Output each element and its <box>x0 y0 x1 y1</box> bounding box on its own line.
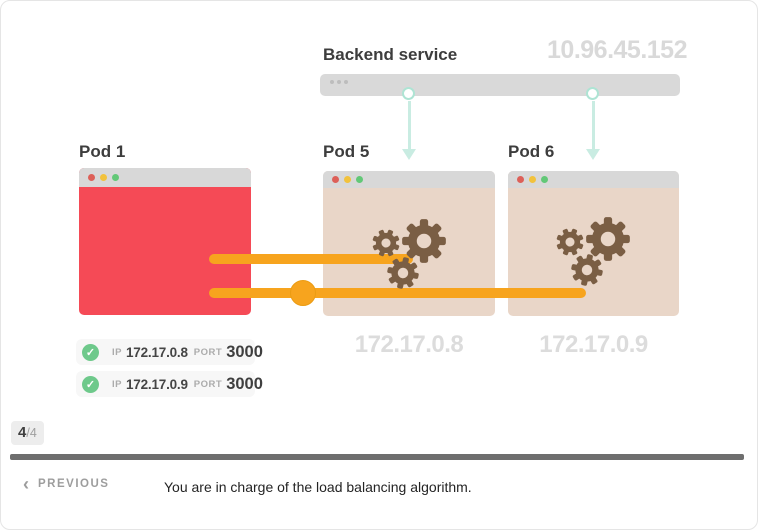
request-bar-to-pod6 <box>209 288 586 298</box>
previous-button[interactable]: ‹ PREVIOUS <box>19 475 113 493</box>
pod5-ip-ghost: 172.17.0.8 <box>354 331 464 358</box>
pod6-ip-ghost: 172.17.0.9 <box>539 331 648 358</box>
window-zoom-dot-icon <box>112 174 119 181</box>
pod1-window <box>79 168 251 315</box>
backend-service-label: Backend service <box>323 45 458 64</box>
slide-total: /4 <box>26 426 37 440</box>
endpoint-port-value: 3000 <box>226 374 263 393</box>
slide-counter-badge: 4/4 <box>11 421 44 445</box>
endpoint-row: ✓ IP 172.17.0.8 PORT 3000 <box>76 339 263 365</box>
window-minimize-dot-icon <box>529 176 536 183</box>
backend-service-bar <box>320 74 680 96</box>
slide-current: 4 <box>18 424 27 441</box>
pod1-label: Pod 1 <box>79 142 126 161</box>
window-close-dot-icon <box>332 176 339 183</box>
window-titlebar <box>323 171 495 188</box>
chevron-left-icon: ‹ <box>23 474 29 494</box>
endpoint-port-value: 3000 <box>226 342 263 361</box>
service-connector-pod5 <box>402 87 416 173</box>
check-icon: ✓ <box>82 375 99 393</box>
service-bar-dots-icon <box>330 80 348 84</box>
window-close-dot-icon <box>88 174 95 181</box>
service-connector-pod6 <box>586 87 600 173</box>
endpoint-ip-value: 172.17.0.9 <box>125 376 188 392</box>
processing-gears-icon <box>368 219 446 292</box>
connector-line <box>407 101 411 149</box>
window-minimize-dot-icon <box>344 176 351 183</box>
request-knob-icon <box>290 280 316 306</box>
port-key-label: PORT <box>193 378 223 390</box>
slide-caption: You are in charge of the load balancing … <box>164 479 472 495</box>
endpoint-node-icon <box>402 87 415 100</box>
pod6-label: Pod 6 <box>508 142 555 161</box>
window-close-dot-icon <box>517 176 524 183</box>
window-minimize-dot-icon <box>100 174 107 181</box>
request-bar-to-pod5 <box>209 254 413 264</box>
endpoint-ip-value: 172.17.0.8 <box>125 344 188 360</box>
port-key-label: PORT <box>193 346 223 358</box>
endpoint-node-icon <box>586 87 599 100</box>
arrow-down-icon <box>586 149 600 160</box>
connector-line <box>591 101 595 149</box>
progress-bar <box>10 454 744 460</box>
processing-gears-icon <box>552 217 630 289</box>
service-cluster-ip: 10.96.45.152 <box>547 36 687 64</box>
window-zoom-dot-icon <box>541 176 548 183</box>
previous-button-label: PREVIOUS <box>38 478 110 490</box>
ip-key-label: IP <box>112 346 122 358</box>
window-titlebar <box>79 168 251 187</box>
ip-key-label: IP <box>112 378 122 390</box>
window-zoom-dot-icon <box>356 176 363 183</box>
window-titlebar <box>508 171 679 188</box>
endpoint-row: ✓ IP 172.17.0.9 PORT 3000 <box>76 371 263 397</box>
check-icon: ✓ <box>82 343 99 361</box>
arrow-down-icon <box>402 149 416 160</box>
pod5-label: Pod 5 <box>323 142 370 161</box>
